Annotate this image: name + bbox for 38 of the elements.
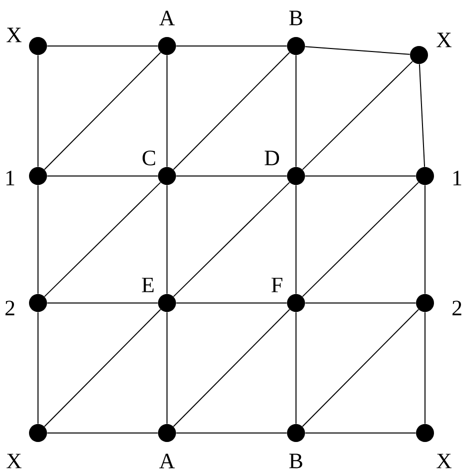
line [302, 60, 413, 170]
vertex-label: F [272, 278, 282, 292]
vertex-label: 1 [453, 170, 462, 186]
line [44, 182, 161, 298]
vertex-label: 2 [6, 300, 14, 316]
line [166, 184, 168, 294]
line [304, 302, 416, 304]
vertex-label: B [289, 454, 302, 468]
vertex-label: 2 [452, 300, 462, 316]
line [302, 309, 420, 427]
line [44, 309, 162, 427]
vertex-label: A [159, 454, 175, 468]
vertex-label: C [142, 150, 156, 166]
vertex-label: 1 [6, 170, 14, 186]
line [46, 302, 158, 304]
line [172, 52, 290, 170]
vertex-label: D [264, 150, 280, 166]
vertex-label: X [6, 28, 22, 42]
line [304, 432, 416, 434]
vertex-label: X [6, 454, 22, 468]
line [44, 52, 162, 170]
vertex-label: A [159, 10, 175, 26]
line [418, 64, 426, 168]
vertex-label: E [142, 278, 154, 292]
line [302, 182, 419, 298]
line [176, 302, 288, 304]
line [166, 312, 168, 424]
line [172, 309, 290, 427]
line [304, 46, 410, 55]
line [46, 432, 158, 434]
vertex-label: X [436, 32, 452, 48]
line [173, 182, 290, 298]
line [166, 54, 168, 168]
line [424, 312, 426, 424]
vertex-label: B [289, 10, 302, 26]
line [424, 184, 426, 294]
line [176, 432, 288, 434]
vertex-label: X [436, 454, 452, 468]
